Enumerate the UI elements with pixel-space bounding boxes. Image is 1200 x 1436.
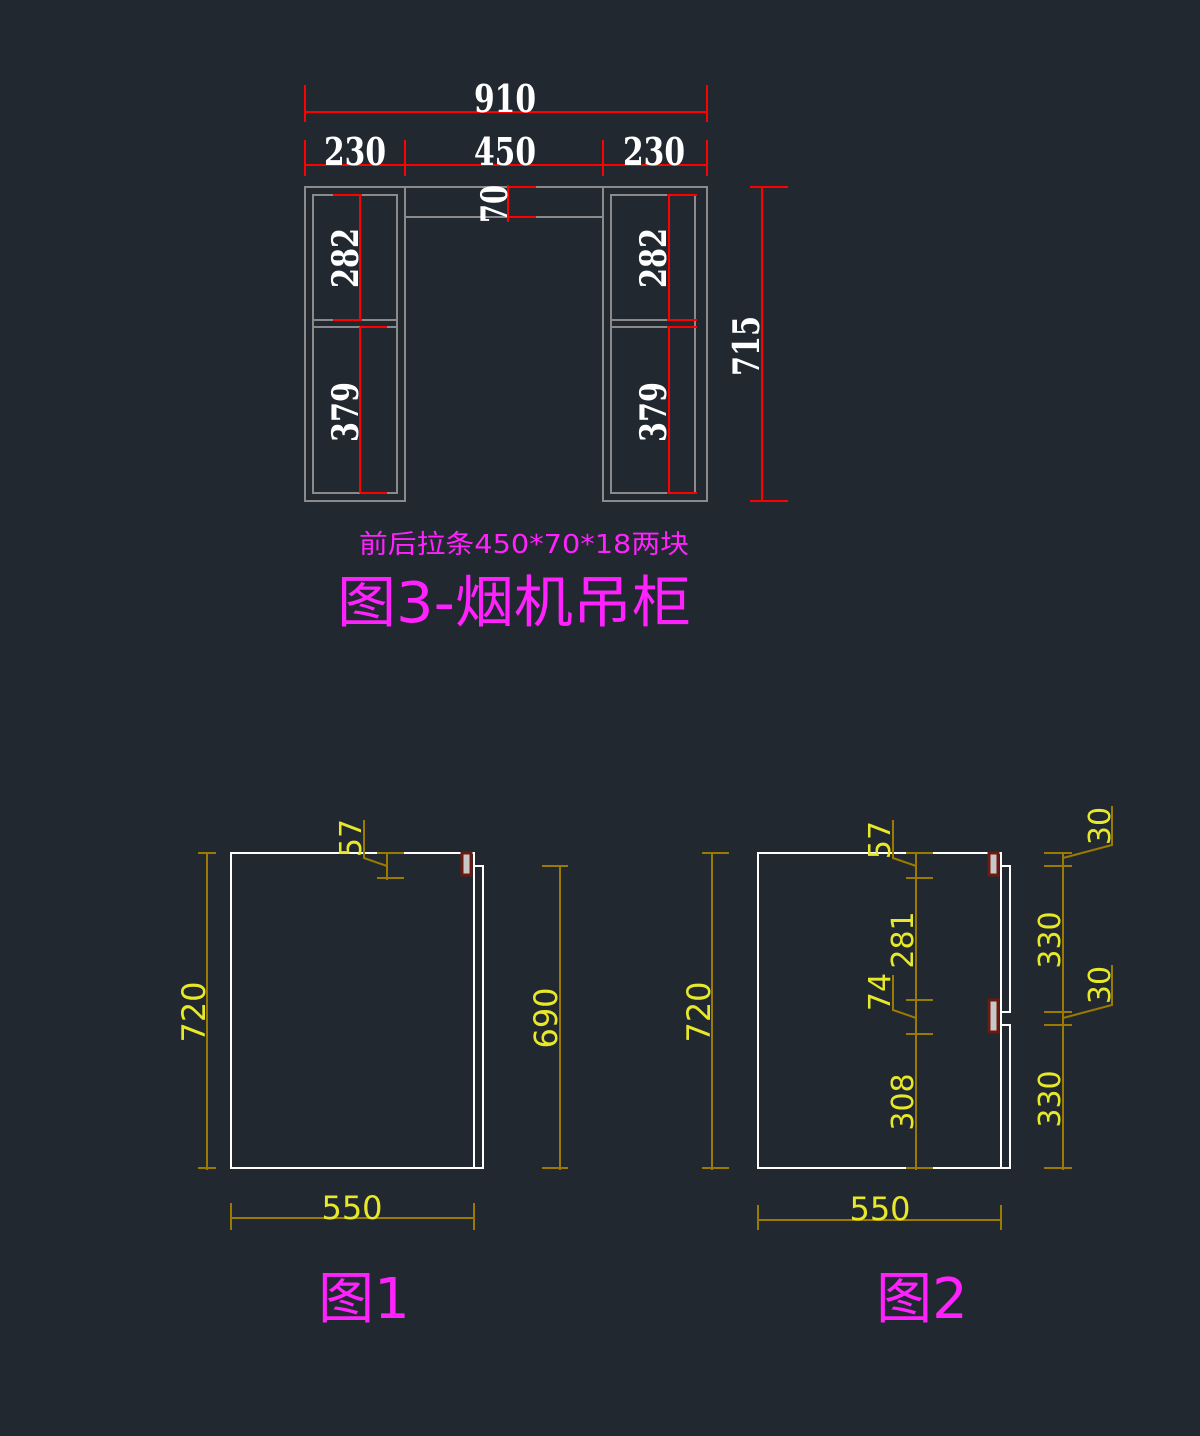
dim-text-right-lower: 379 bbox=[633, 382, 675, 442]
leader-hinge-offset bbox=[892, 820, 917, 867]
lower-hinge-icon bbox=[987, 998, 1000, 1034]
dim-text-middle-width: 450 bbox=[474, 129, 536, 174]
dim-text-mid-gap: 30 bbox=[1083, 966, 1118, 1004]
right-inner-box bbox=[610, 194, 696, 494]
dim-text-height: 720 bbox=[680, 981, 718, 1042]
upper-door-outline bbox=[1001, 865, 1011, 1013]
figure3-note: 前后拉条450*70*18两块 bbox=[359, 530, 689, 560]
lower-door-outline bbox=[1001, 1024, 1011, 1169]
leader-mid-gap bbox=[1062, 965, 1113, 1019]
dim-text-right-width: 230 bbox=[623, 129, 685, 174]
figure2-title: 图2 bbox=[876, 1267, 968, 1332]
dim-text-overall-height: 715 bbox=[726, 316, 768, 376]
dim-text-overall-width: 910 bbox=[474, 76, 536, 121]
figure3-cabinet: 910 230 450 230 70 282 379 282 379 715 前… bbox=[304, 76, 788, 636]
dim-text-door-lower: 330 bbox=[1033, 1070, 1068, 1127]
dim-text-left-upper: 282 bbox=[325, 228, 367, 288]
dim-text-hinge-offset: 57 bbox=[334, 819, 369, 857]
right-side-box bbox=[602, 186, 708, 502]
figure3-title: 图3-烟机吊柜 bbox=[337, 571, 691, 636]
dim-text-hinge-spacing: 281 bbox=[886, 911, 921, 968]
leader-hinge-offset bbox=[363, 820, 388, 867]
figure2-side-panel: 720 57 281 74 308 330 330 30 30 550 图2 bbox=[680, 806, 1118, 1332]
dim-text-lower: 308 bbox=[886, 1073, 921, 1130]
leader-gap bbox=[892, 975, 917, 1019]
dim-text-width: 550 bbox=[849, 1190, 910, 1228]
dim-text-hinge-top-offset: 57 bbox=[863, 821, 898, 859]
leader-top-gap bbox=[1062, 806, 1113, 859]
upper-hinge-icon bbox=[987, 851, 1000, 877]
door-outline bbox=[474, 865, 484, 1169]
hinge-icon bbox=[460, 851, 473, 877]
figure3-dimensions bbox=[304, 85, 788, 502]
dim-text-left-width: 230 bbox=[324, 129, 386, 174]
figure1-title: 图1 bbox=[318, 1267, 410, 1332]
dim-text-right-upper: 282 bbox=[633, 228, 675, 288]
dim-text-door-upper: 330 bbox=[1033, 911, 1068, 968]
dim-text-left-lower: 379 bbox=[325, 382, 367, 442]
side-panel-outline bbox=[757, 852, 1002, 1169]
dim-text-height: 720 bbox=[175, 981, 213, 1042]
dim-text-width: 550 bbox=[321, 1189, 382, 1227]
dim-text-top-gap: 30 bbox=[1083, 807, 1118, 845]
dim-text-gap: 74 bbox=[863, 973, 898, 1011]
dim-text-rail-height: 70 bbox=[474, 185, 516, 223]
dim-text-door-height: 690 bbox=[527, 987, 565, 1048]
left-side-box bbox=[304, 186, 406, 502]
figure1-side-panel: 720 690 550 57 图1 bbox=[175, 819, 568, 1332]
side-panel-outline bbox=[230, 852, 475, 1169]
